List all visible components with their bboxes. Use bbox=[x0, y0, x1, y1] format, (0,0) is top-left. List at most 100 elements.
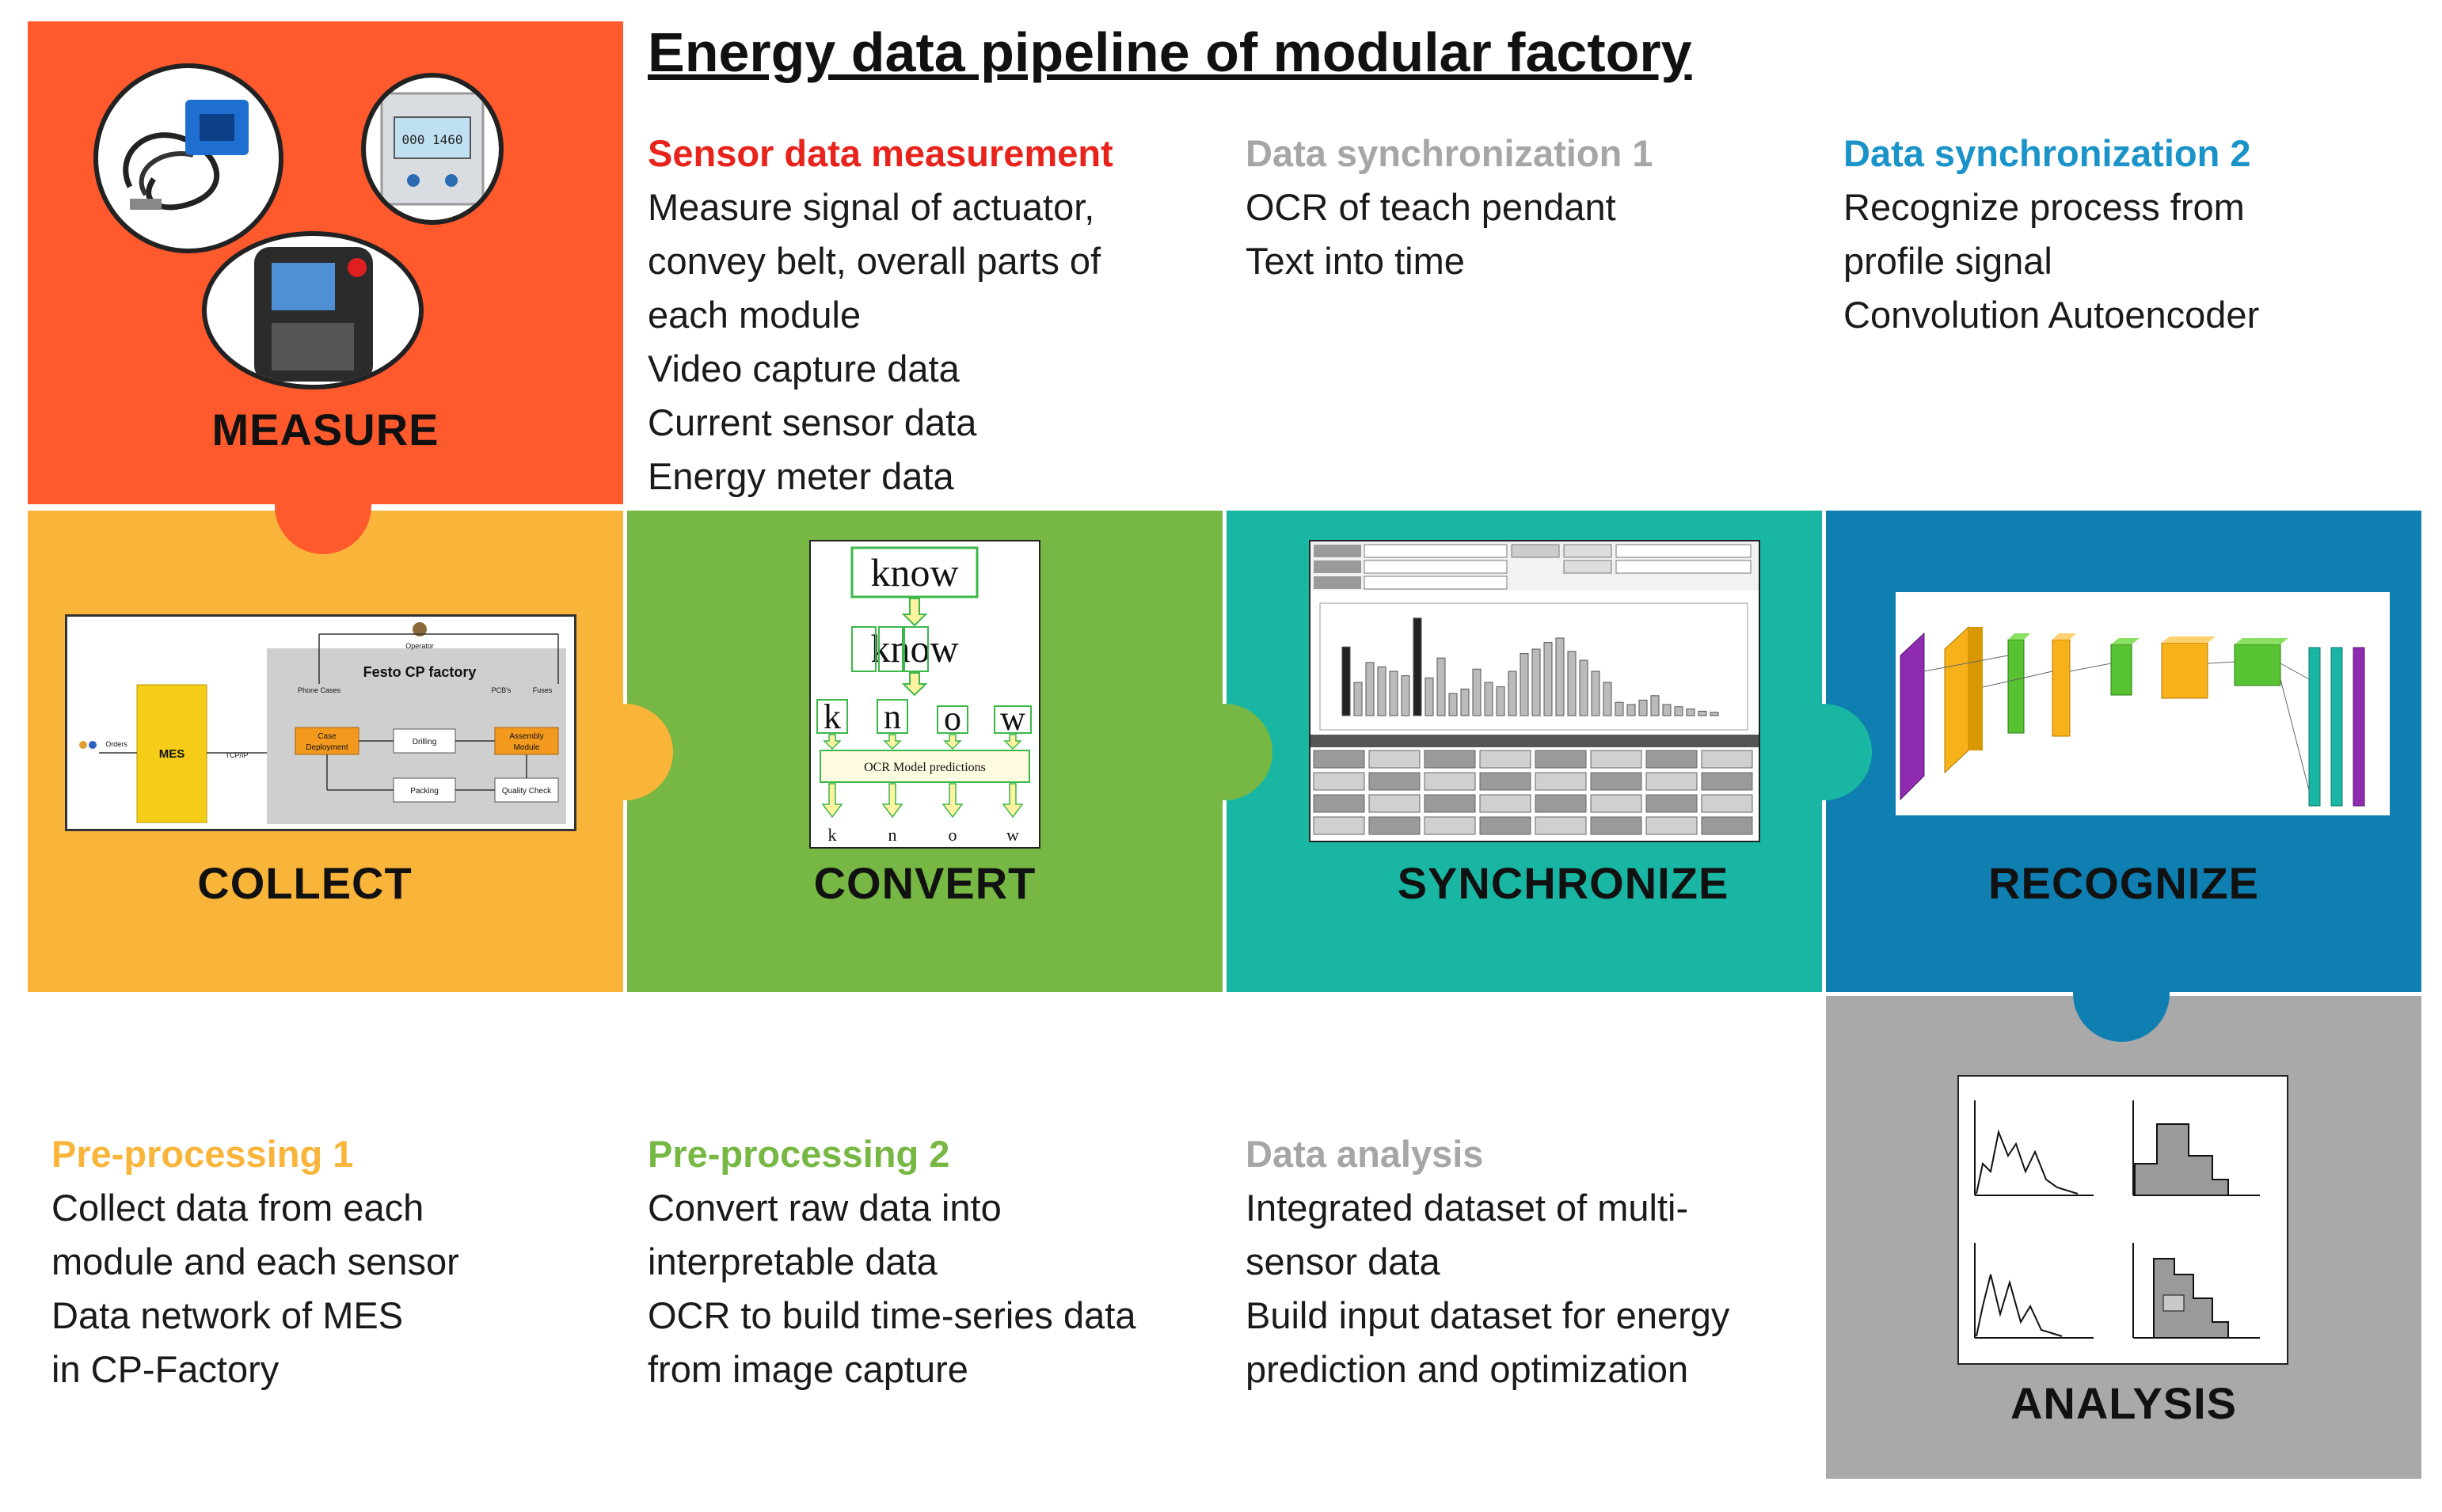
sync-bar bbox=[1674, 706, 1683, 716]
section-sync1-title: Data synchronization 1 bbox=[1246, 132, 1653, 174]
sync-grid-cell bbox=[1368, 772, 1421, 791]
sync-grid-cell bbox=[1479, 816, 1531, 835]
collect-orders: Orders bbox=[105, 740, 127, 748]
collect-knob bbox=[576, 704, 673, 800]
section-pre1-line: Collect data from each bbox=[51, 1187, 424, 1229]
sync-grid-cell bbox=[1368, 750, 1421, 769]
section-sensor: Sensor data measurement Measure signal o… bbox=[648, 127, 1113, 503]
section-sync1: Data synchronization 1 OCR of teach pend… bbox=[1246, 127, 1653, 288]
section-analysis: Data analysis Integrated dataset of mult… bbox=[1246, 1127, 1729, 1396]
sync-grid-cell bbox=[1368, 816, 1421, 835]
convert-out: n bbox=[888, 825, 897, 845]
sync-bar bbox=[1353, 682, 1363, 716]
convert-ocr-label: OCR Model predictions bbox=[864, 761, 986, 774]
sync-grid-cell bbox=[1590, 816, 1642, 835]
sync-bar bbox=[1626, 704, 1636, 716]
sync-grid-cell bbox=[1535, 794, 1587, 813]
sync-bar bbox=[1686, 709, 1695, 716]
section-sensor-line: convey belt, overall parts of bbox=[648, 240, 1101, 282]
collect-assembly-2: Module bbox=[514, 743, 540, 752]
sync-bar bbox=[1484, 682, 1493, 716]
section-pre1-title: Pre-processing 1 bbox=[51, 1133, 354, 1175]
analysis-figure bbox=[1957, 1075, 2288, 1365]
section-sync2-line: profile signal bbox=[1843, 240, 2052, 282]
section-sensor-line: Video capture data bbox=[648, 348, 960, 389]
collect-tcpip: TCP/IP bbox=[225, 751, 248, 759]
page-title: Energy data pipeline of modular factory bbox=[648, 21, 1692, 83]
energy-meter-icon: 000 1460 bbox=[380, 92, 485, 206]
sync-grid-cell bbox=[1313, 772, 1365, 791]
sync-bar bbox=[1413, 617, 1422, 716]
recognize-label: RECOGNIZE bbox=[1988, 858, 2259, 908]
sync-bar bbox=[1662, 704, 1672, 716]
section-analysis-line: prediction and optimization bbox=[1246, 1348, 1689, 1390]
sync-bar bbox=[1341, 646, 1351, 716]
convert-out: k bbox=[828, 825, 837, 845]
section-pre2-line: interpretable data bbox=[648, 1240, 938, 1282]
section-sensor-title: Sensor data measurement bbox=[648, 132, 1113, 174]
sync-grid-cell bbox=[1645, 816, 1698, 835]
collect-label: COLLECT bbox=[197, 858, 413, 908]
section-pre1: Pre-processing 1 Collect data from each … bbox=[51, 1127, 459, 1396]
section-pre2-line: OCR to build time-series data bbox=[648, 1294, 1136, 1336]
section-analysis-line: sensor data bbox=[1246, 1240, 1440, 1282]
collect-assembly: Assembly bbox=[509, 732, 543, 741]
sync-bar bbox=[1710, 712, 1719, 716]
convert-word-2: know bbox=[870, 626, 958, 671]
section-sensor-line: Current sensor data bbox=[648, 401, 977, 443]
sync-grid-cell bbox=[1701, 750, 1753, 769]
sync-grid-cell bbox=[1701, 816, 1753, 835]
sync-grid-cell bbox=[1424, 816, 1476, 835]
sync-grid-cell bbox=[1313, 750, 1365, 769]
sync-bar bbox=[1424, 677, 1434, 716]
collect-packing: Packing bbox=[410, 787, 439, 796]
section-sync1-line: OCR of teach pendant bbox=[1246, 186, 1616, 228]
sync-bar bbox=[1615, 701, 1624, 716]
sync-grid-cell bbox=[1535, 816, 1587, 835]
sync-bar bbox=[1365, 662, 1375, 716]
sync-bar bbox=[1603, 682, 1612, 716]
convert-char: n bbox=[884, 697, 901, 736]
section-pre2-line: from image capture bbox=[648, 1348, 968, 1390]
convert-out: w bbox=[1006, 825, 1019, 845]
sync-grid-cell bbox=[1313, 794, 1365, 813]
section-pre2-line: Convert raw data into bbox=[648, 1187, 1002, 1229]
measure-label: MEASURE bbox=[211, 405, 439, 454]
section-sync2-line: Recognize process from bbox=[1843, 186, 2245, 228]
sync-grid-cell bbox=[1701, 794, 1753, 813]
sync-grid-cell bbox=[1479, 794, 1531, 813]
sync-bar bbox=[1555, 637, 1565, 716]
convert-char: k bbox=[824, 697, 841, 736]
sync-grid-cell bbox=[1535, 750, 1587, 769]
section-sync2: Data synchronization 2 Recognize process… bbox=[1843, 127, 2259, 342]
section-analysis-title: Data analysis bbox=[1246, 1133, 1484, 1175]
collect-drilling: Drilling bbox=[413, 738, 437, 747]
sync-grid-cell bbox=[1701, 772, 1753, 791]
sync-bar bbox=[1531, 648, 1541, 716]
collect-diagram: Festo CP factory Operator MES Orders TCP… bbox=[65, 614, 576, 831]
synchronize-label: SYNCHRONIZE bbox=[1397, 858, 1729, 908]
convert-out: o bbox=[949, 825, 957, 845]
section-sync2-line: Convolution Autoencoder bbox=[1843, 294, 2260, 336]
sync-bar bbox=[1436, 657, 1446, 716]
section-pre1-line: in CP-Factory bbox=[51, 1348, 280, 1390]
section-sync1-line: Text into time bbox=[1246, 240, 1465, 282]
sync-bar bbox=[1520, 653, 1529, 716]
section-sync2-title: Data synchronization 2 bbox=[1843, 132, 2251, 174]
convert-label: CONVERT bbox=[813, 858, 1037, 908]
current-sensor-photo bbox=[93, 63, 283, 253]
convert-char: o bbox=[944, 699, 961, 738]
collect-quality: Quality Check bbox=[502, 787, 552, 796]
section-pre1-line: Data network of MES bbox=[51, 1294, 404, 1336]
sync-grid-cell bbox=[1535, 772, 1587, 791]
sync-bar bbox=[1543, 642, 1553, 716]
sync-bar bbox=[1567, 651, 1577, 716]
sync-grid-cell bbox=[1645, 750, 1698, 769]
sync-bar bbox=[1508, 671, 1517, 716]
teach-pendant-photo bbox=[202, 231, 424, 389]
sync-grid-cell bbox=[1645, 794, 1698, 813]
collect-mes: MES bbox=[159, 747, 185, 761]
section-sensor-line: each module bbox=[648, 294, 862, 336]
sync-grid-cell bbox=[1368, 794, 1421, 813]
sync-bar bbox=[1401, 675, 1410, 716]
